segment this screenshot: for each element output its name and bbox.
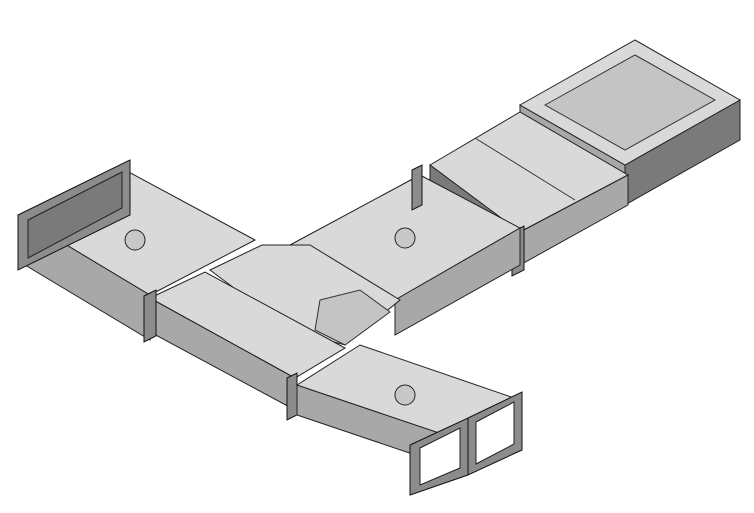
bottom-outlets bbox=[409, 391, 523, 496]
flange bbox=[286, 372, 298, 421]
flange bbox=[143, 289, 157, 343]
access-port bbox=[124, 229, 146, 251]
flange bbox=[411, 164, 423, 211]
center-junction bbox=[209, 244, 401, 346]
access-port bbox=[394, 384, 416, 406]
left-branch-duct bbox=[17, 159, 257, 341]
access-port bbox=[394, 227, 416, 249]
long-straight-duct bbox=[143, 271, 347, 421]
plenum-access-panel bbox=[543, 54, 717, 151]
